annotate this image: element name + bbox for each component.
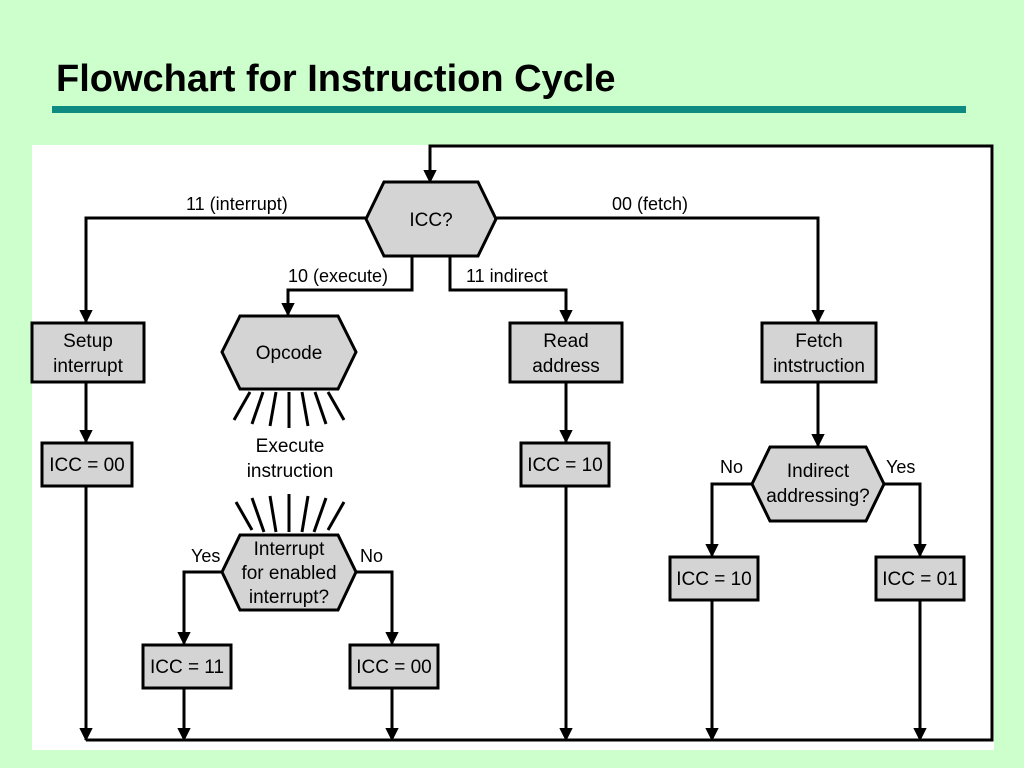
edge-label-no-indirect: No: [720, 457, 743, 477]
edge-label-execute: 10 (execute): [288, 266, 388, 286]
icc-10-read-node: [519, 441, 611, 488]
edge-label-no-interrupt: No: [360, 546, 383, 566]
icc-00-no-node: [348, 643, 440, 690]
read-address-line1: Read: [543, 331, 588, 352]
interrupt-check-line2: for enabled: [241, 563, 336, 584]
interrupt-check-node: [220, 533, 358, 612]
read-address-node: [508, 321, 624, 384]
icc-10-no-indirect-node: [668, 555, 760, 602]
icc-decision-node: [364, 180, 498, 258]
setup-interrupt-line1: Setup: [63, 331, 113, 352]
icc-10-read-label: ICC = 10: [527, 455, 603, 476]
icc-10-no-indirect-label: ICC = 10: [676, 569, 752, 590]
icc-01-indirect-node: [874, 555, 966, 602]
icc-decision-label: ICC?: [409, 210, 452, 231]
slide-title: Flowchart for Instruction Cycle: [56, 58, 616, 100]
edge-interrupt-no: [356, 570, 399, 646]
execute-instruction-line1: Execute: [256, 436, 325, 457]
edge-label-interrupt: 11 (interrupt): [186, 194, 288, 214]
title-rule: [52, 106, 966, 113]
fetch-instruction-line1: Fetch: [795, 331, 843, 352]
read-address-line2: address: [532, 356, 600, 377]
icc-01-indirect-label: ICC = 01: [882, 569, 958, 590]
edge-interrupt: [79, 216, 366, 324]
setup-interrupt-line2: interrupt: [53, 356, 123, 377]
icc-00-setup-node: [40, 441, 134, 488]
execute-instruction-line2: instruction: [247, 461, 334, 482]
opcode-node: [220, 314, 358, 391]
loop-back-line: [86, 144, 994, 742]
icc-11-yes-label: ICC = 11: [150, 657, 224, 678]
indirect-check-line2: addressing?: [766, 486, 870, 507]
edge-label-yes-indirect: Yes: [886, 457, 915, 477]
indirect-check-node: [750, 445, 886, 523]
edge-interrupt-yes: [177, 570, 224, 646]
edge-indirect-no: [705, 482, 752, 558]
edge-execute: [281, 256, 414, 317]
setup-interrupt-node: [30, 321, 146, 384]
edge-label-yes-interrupt: Yes: [191, 546, 220, 566]
opcode-label: Opcode: [256, 343, 323, 364]
icc-11-yes-node: [141, 643, 233, 690]
execute-rays-top: [232, 391, 346, 428]
execute-rays-bottom: [234, 494, 346, 533]
indirect-check-line1: Indirect: [787, 461, 850, 482]
interrupt-check-line3: interrupt?: [249, 587, 329, 608]
edge-indirect-yes: [884, 482, 927, 558]
edge-label-indirect: 11 indirect: [466, 266, 548, 286]
icc-00-no-label: ICC = 00: [356, 657, 432, 678]
fetch-instruction-line2: intstruction: [773, 356, 865, 377]
edge-fetch: [496, 216, 825, 324]
fetch-instruction-node: [760, 321, 878, 384]
interrupt-check-line1: Interrupt: [254, 539, 325, 560]
edge-indirect: [448, 256, 573, 324]
edge-label-fetch: 00 (fetch): [612, 194, 688, 214]
icc-00-setup-label: ICC = 00: [49, 455, 125, 476]
